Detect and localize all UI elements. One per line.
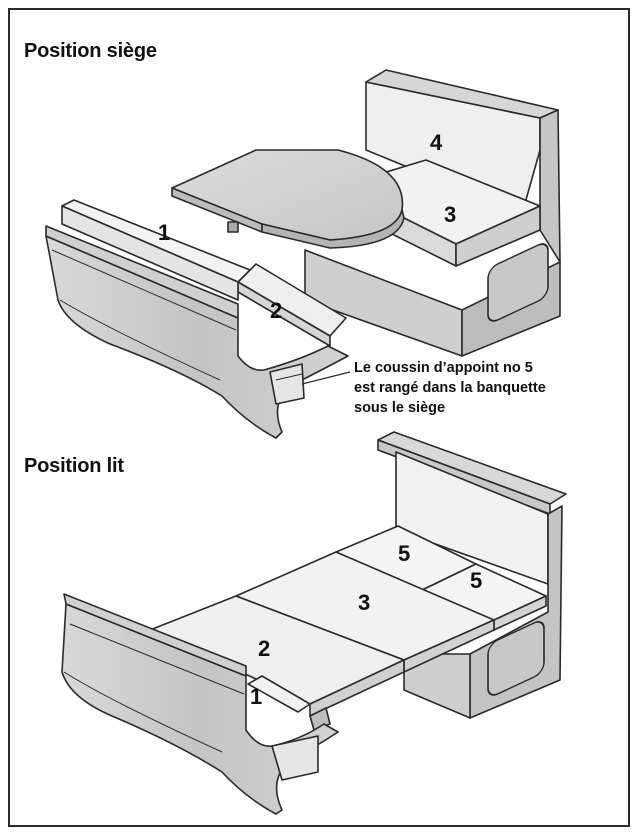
bed-left-bench [61, 593, 339, 815]
left-bench [45, 199, 349, 439]
table [171, 149, 405, 249]
right-bench [304, 69, 561, 357]
bed-label-2: 2 [258, 636, 271, 661]
bed-cushion-1 [247, 675, 311, 713]
bed-cushions-5 [335, 525, 547, 631]
bed-label-5b: 5 [470, 568, 483, 593]
bed-position-illustration [61, 431, 567, 815]
seat-label-1: 1 [158, 220, 171, 245]
seat-position-illustration [45, 69, 561, 439]
storage-note-line-1: Le coussin d’appoint no 5 [354, 360, 533, 376]
bed-position-heading: Position lit [24, 455, 124, 477]
bed-label-3: 3 [358, 590, 371, 615]
bed-right-bench [377, 431, 567, 719]
bed-label-5a: 5 [398, 541, 411, 566]
storage-note-line-2: est rangé dans la banquette [354, 380, 546, 396]
seat-label-2: 2 [270, 298, 283, 323]
storage-note-line-3: sous le siège [354, 400, 446, 416]
seat-label-4: 4 [430, 130, 443, 155]
bed-label-1: 1 [250, 684, 263, 709]
seat-label-3: 3 [444, 202, 457, 227]
storage-note: Le coussin d’appoint no 5 est rangé dans… [354, 358, 546, 418]
seat-position-heading: Position siège [24, 40, 157, 62]
